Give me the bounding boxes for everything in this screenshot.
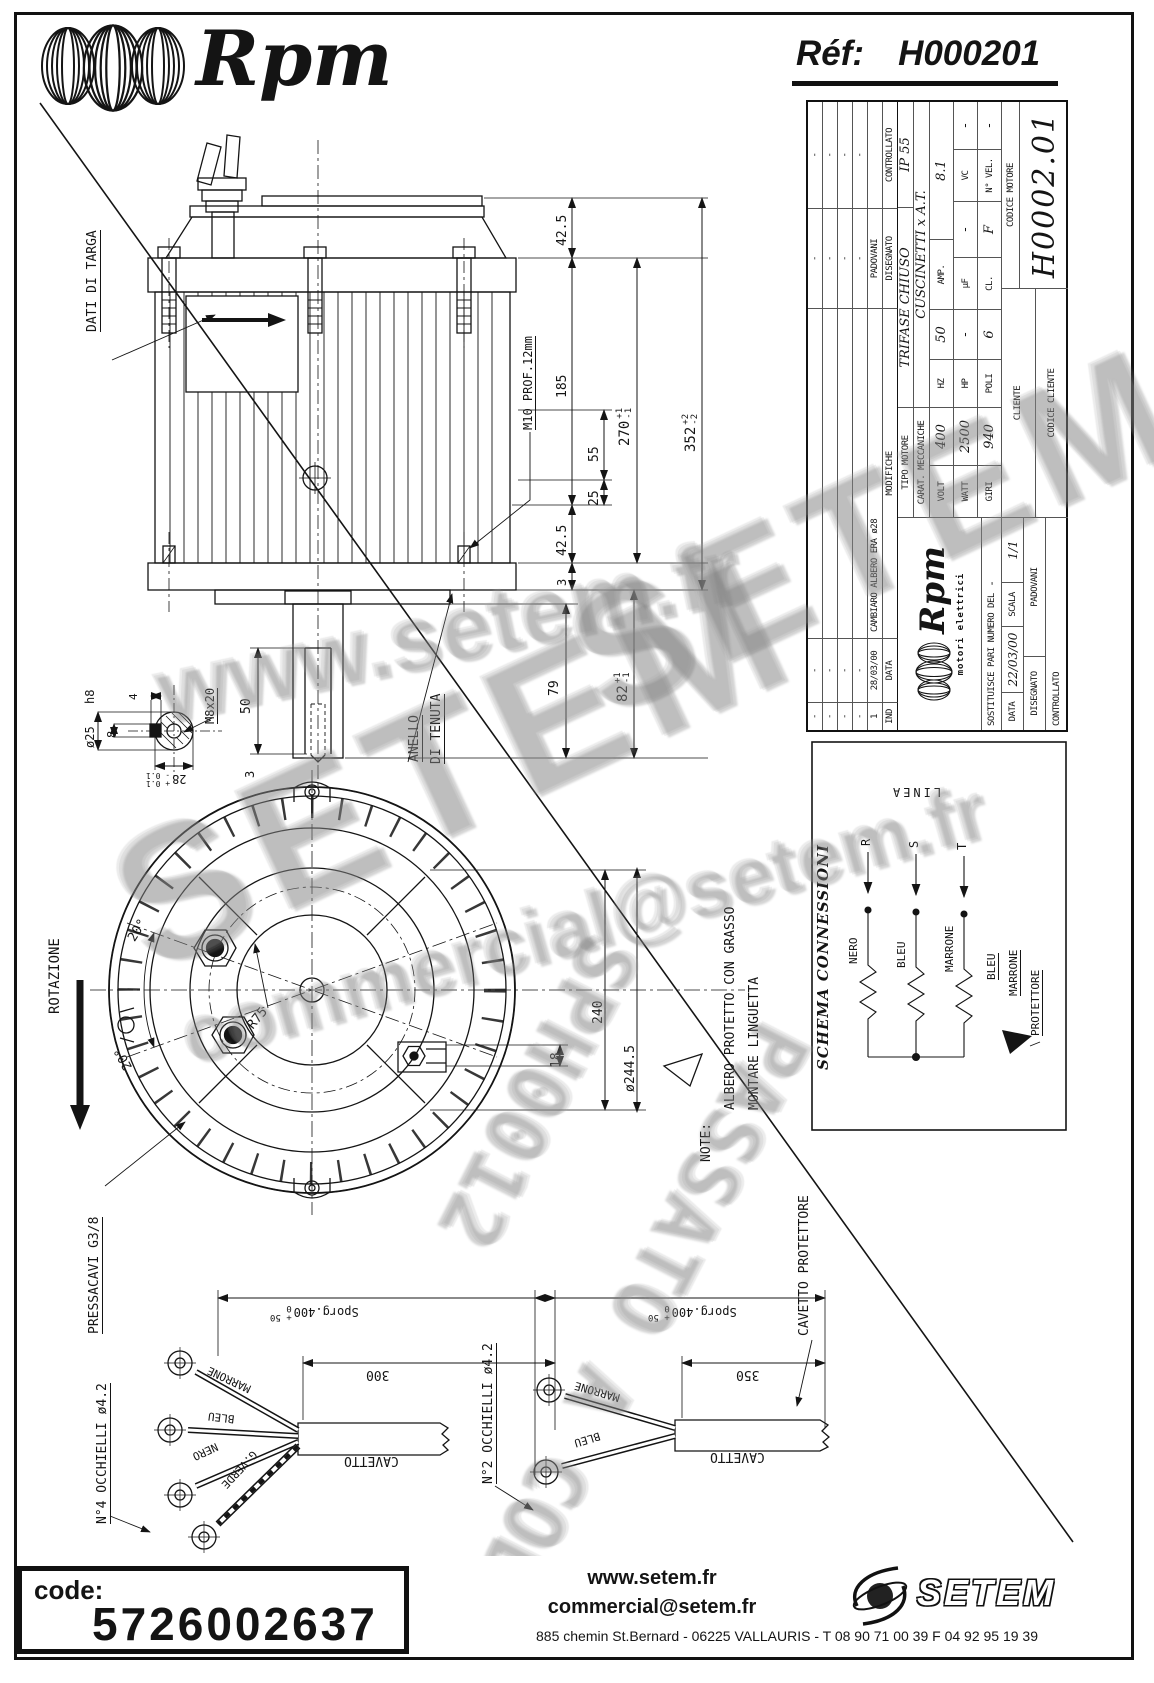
rpm-coils-small bbox=[914, 642, 953, 701]
dim-h8: h8 bbox=[83, 689, 97, 704]
footer-site: www.setem.fr bbox=[587, 1567, 717, 1589]
footer-address: 885 chemin St.Bernard - 06225 VALLAURIS … bbox=[536, 1628, 1038, 1644]
sheet-frame bbox=[14, 12, 1134, 1660]
dim-79: 79 bbox=[547, 680, 562, 696]
note-label: NOTE: bbox=[699, 1122, 714, 1162]
rpm-logo-text: Rpm bbox=[196, 14, 393, 103]
m10-label: M10 PROF.12mm bbox=[521, 336, 536, 430]
wire-marrone: MARRONE bbox=[943, 925, 956, 972]
pressacavi-label: PRESSACAVI G3/8 bbox=[87, 1216, 103, 1334]
schema-connessioni-diagram bbox=[811, 741, 1067, 1131]
dim-352: 352+2-2 bbox=[681, 413, 701, 452]
dim-42-5-bottom: 42.5 bbox=[555, 524, 570, 556]
footer-contact: www.setem.fr commercial@setem.fr bbox=[472, 1564, 832, 1622]
prot-marrone: MARRONE bbox=[1007, 949, 1021, 996]
dim-55: 55 bbox=[587, 446, 602, 462]
phase-t: T bbox=[955, 842, 969, 850]
side-view bbox=[111, 134, 708, 800]
reference-number: Réf: H000201 bbox=[792, 34, 1059, 86]
dim-4: 4 bbox=[127, 693, 140, 700]
dim-42-5-top: 42.5 bbox=[555, 214, 570, 246]
wire-left-nero: NERO bbox=[190, 1440, 221, 1463]
occhielli-4-label: N°4 OCCHIELLI ø4.2 bbox=[95, 1383, 111, 1524]
dim-50: 50 bbox=[239, 698, 254, 714]
linea-label: LINEA bbox=[890, 785, 942, 799]
m8x20-label: M8x20 bbox=[203, 687, 218, 724]
wire-right-bleu: BLEU bbox=[572, 1429, 602, 1450]
setem-logo-swoosh bbox=[852, 1566, 908, 1626]
occhielli-2-label: N°2 OCCHIELLI ø4.2 bbox=[481, 1343, 497, 1484]
phase-s: S bbox=[907, 840, 921, 848]
wire-left-marrone: MARRONE bbox=[205, 1363, 253, 1396]
dim-350: 350 bbox=[736, 1367, 760, 1382]
prot-bleu: BLEU bbox=[985, 953, 999, 980]
ref-label: Réf: bbox=[796, 34, 865, 73]
note-line-2: MONTARE LINGUETTA bbox=[747, 976, 762, 1110]
dim-185: 185 bbox=[555, 374, 570, 398]
dim-18: 18 bbox=[549, 1052, 564, 1068]
wire-right-marrone: MARRONE bbox=[573, 1378, 622, 1405]
wire-left-gverde: G.VERDE bbox=[218, 1448, 260, 1491]
r75-label: R75 bbox=[244, 1004, 272, 1033]
ref-value: H000201 bbox=[898, 34, 1041, 73]
cavetto-right: CAVETTO bbox=[710, 1449, 765, 1464]
dati-di-targa-label: DATI DI TARGA bbox=[85, 230, 101, 332]
dim-28: 28+ 0.1- 0.1 bbox=[146, 770, 187, 788]
dim-270: 270+1-1 bbox=[615, 407, 635, 446]
di-tenuta-label: DI TENUTA bbox=[429, 693, 445, 764]
dim-244-5: ø244.5 bbox=[623, 1045, 638, 1092]
schema-title: SCHEMA CONNESSIONI bbox=[814, 844, 832, 1070]
protettore-label: PROTETTORE bbox=[1029, 969, 1043, 1036]
angle-20-lower: 20° bbox=[111, 1044, 136, 1073]
dim-3-step: 3 bbox=[555, 578, 569, 586]
wire-bleu: BLEU bbox=[895, 941, 908, 969]
wire-left-bleu: BLEU bbox=[207, 1409, 236, 1426]
shaft-section-detail bbox=[94, 685, 222, 777]
footer-email: commercial@setem.fr bbox=[547, 1596, 757, 1618]
cavetto-protettore-label: CAVETTO PROTETTORE bbox=[797, 1195, 812, 1336]
title-block: - - - - - - - - - - - - - - bbox=[806, 100, 1068, 732]
dim-240: 240 bbox=[591, 1000, 606, 1024]
dim-300: 300 bbox=[366, 1367, 390, 1382]
cable-right bbox=[494, 1290, 831, 1511]
dim-8: 8 bbox=[105, 730, 119, 738]
cavetto-left: CAVETTO bbox=[344, 1453, 399, 1468]
dim-82: 82+1-1 bbox=[613, 672, 633, 702]
rpm-logo-cell: Rpm motori elettrici bbox=[898, 518, 982, 730]
angle-20-upper: 20° bbox=[125, 916, 151, 945]
code-box: code: 5726002637 bbox=[17, 1566, 409, 1654]
setem-logo-text: SETEM bbox=[917, 1572, 1057, 1613]
dim-3-tip: 3 bbox=[243, 770, 257, 778]
front-view bbox=[70, 770, 745, 1215]
dim-25: 25 bbox=[587, 490, 602, 506]
rotazione-label: ROTAZIONE bbox=[47, 938, 63, 1014]
code-label: code: bbox=[34, 1575, 104, 1605]
note-line-1: ALBERO PROTETTO CON GRASSO bbox=[723, 906, 738, 1111]
anello-label: ANELLO bbox=[407, 715, 423, 762]
diagonal-cross-line bbox=[39, 102, 1074, 1543]
wire-nero: NERO bbox=[847, 937, 860, 965]
phase-r: R bbox=[859, 838, 873, 846]
cable-left bbox=[109, 1290, 556, 1553]
footer: code: 5726002637 www.setem.fr commercial… bbox=[17, 1556, 1131, 1657]
dim-d25: ø25 bbox=[83, 726, 97, 748]
code-value: 5726002637 bbox=[92, 1598, 378, 1650]
